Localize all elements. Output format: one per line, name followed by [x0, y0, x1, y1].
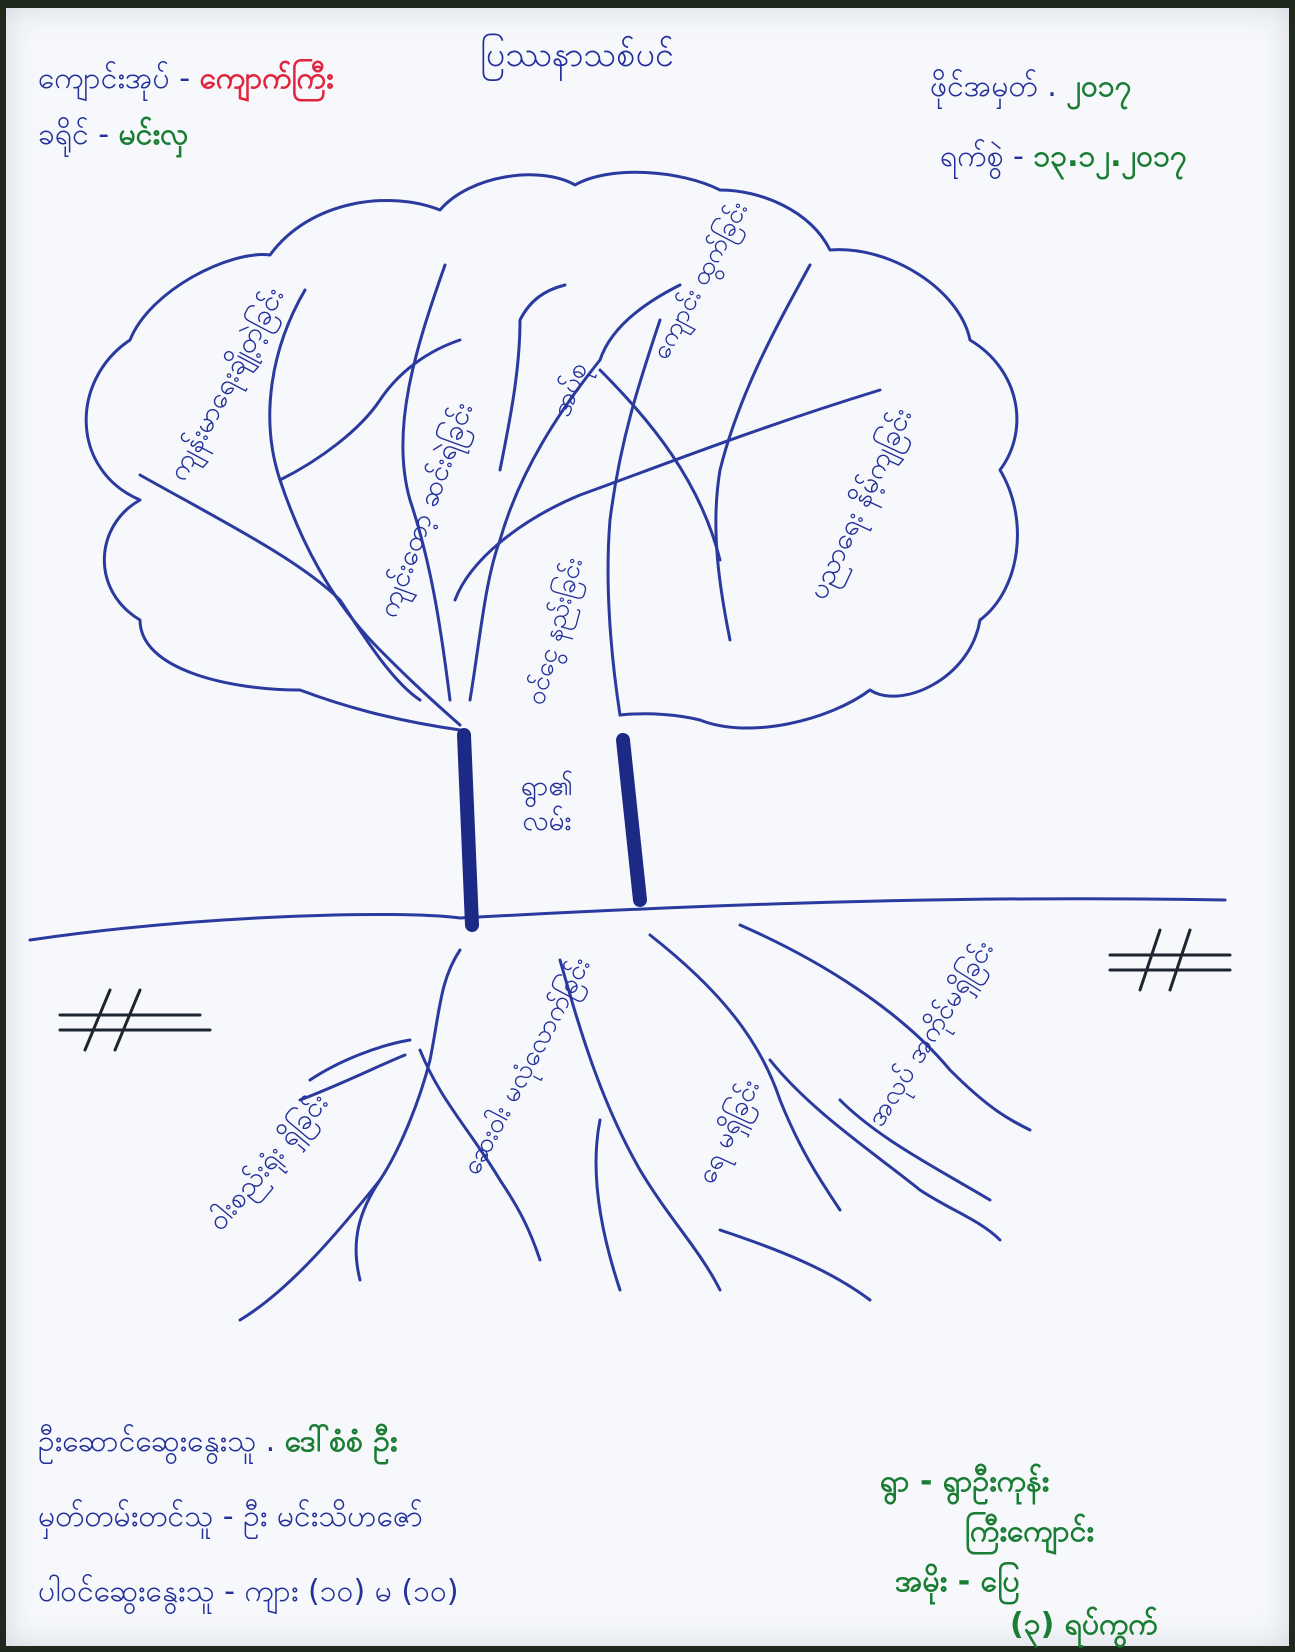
ground-line — [28, 897, 1227, 942]
header-left-row-1: ကျောင်းအုပ် - ကျောက်ကြီး — [38, 61, 334, 96]
trunk-right — [616, 733, 647, 907]
header-right1-value: ၂၀၁၇ — [1066, 69, 1132, 104]
trunk-label: ရွာ၏ လမ်း — [520, 769, 574, 837]
footer-right-line-3: အမိုး - ပြေ — [895, 1564, 1020, 1599]
footer-row2-value: ဦး မင်းသိဟဇော် — [243, 1499, 424, 1534]
footer-right-line-2: ကြီးကျောင်း — [965, 1514, 1094, 1549]
header-left2-label: ခရိုင် — [38, 117, 89, 152]
title: ပြဿနာသစ်ပင် — [480, 35, 674, 75]
header-right-row-2: ရက်စွဲ - ၁၃.၁၂.၂၀၁၇ — [940, 139, 1187, 174]
footer-right-line-1: ရွာ - ရွာဦးကုန်း — [880, 1464, 1050, 1499]
header-right-row-1: ဖိုင်အမှတ် . ၂၀၁၇ — [930, 69, 1132, 104]
footer-row1-value: ဒေါ်စံစံ ဦး — [284, 1424, 398, 1459]
footer-row2-label: မှတ်တမ်းတင်သူ — [38, 1499, 214, 1534]
header-left1-label: ကျောင်းအုပ် — [38, 61, 170, 96]
header-left-row-2: ခရိုင် - မင်းလှ — [38, 117, 189, 152]
header-right2-label: ရက်စွဲ — [940, 139, 1004, 174]
trunk-left — [457, 728, 479, 932]
footer-right-line-4: (၃) ရပ်ကွက် — [1010, 1607, 1158, 1642]
footer-row-3: ပါဝင်ဆွေးနွေးသူ - ကျား (၁၀) မ (၁၀) — [38, 1574, 459, 1609]
footer-row1-label: ဦးဆောင်ဆွေးနွေးသူ — [38, 1424, 257, 1459]
header-right1-label: ဖိုင်အမှတ် — [930, 69, 1038, 104]
header-left1-value: ကျောက်ကြီး — [199, 61, 334, 96]
footer-row-1: ဦးဆောင်ဆွေးနွေးသူ . ဒေါ်စံစံ ဦး — [38, 1424, 398, 1459]
canopy-outline — [84, 170, 1019, 732]
footer-row3-value: ကျား (၁၀) မ (၁၀) — [244, 1574, 459, 1609]
footer-row-2: မှတ်တမ်းတင်သူ - ဦး မင်းသိဟဇော် — [38, 1499, 424, 1534]
paper-sheet — [6, 8, 1289, 1646]
header-right2-value: ၁၃.၁၂.၂၀၁၇ — [1033, 139, 1187, 174]
footer-row3-label: ပါဝင်ဆွေးနွေးသူ — [38, 1574, 215, 1609]
header-left2-value: မင်းလှ — [118, 117, 189, 152]
